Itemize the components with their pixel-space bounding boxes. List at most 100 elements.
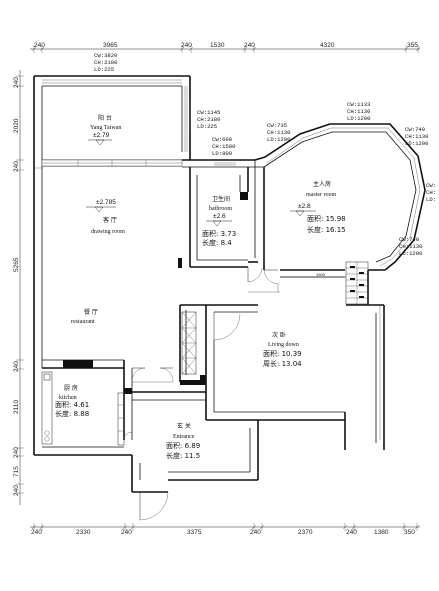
svg-text:LD:900: LD:900 — [212, 150, 233, 157]
svg-text:卫生间: 卫生间 — [212, 195, 230, 203]
window-spec-top: CW:3820 CH:2180 LD:225 — [94, 52, 118, 73]
svg-text:长度: 16.15: 长度: 16.15 — [307, 225, 346, 234]
svg-text:CH:1130: CH:1130 — [347, 108, 371, 115]
wardrobe-cabinets — [181, 311, 197, 375]
svg-text:主人房: 主人房 — [313, 180, 331, 188]
dimension-bottom: 240 2330 240 3375 240 2370 240 1380 350 — [30, 523, 420, 536]
room-kitchen: 厨 房 kitchen 面积: 4.61 长度: 8.88 — [55, 384, 89, 418]
staircase — [345, 261, 369, 305]
dim-left-1: 2020 — [13, 118, 20, 133]
svg-text:Living down: Living down — [268, 342, 299, 348]
svg-text:长度: 8.4: 长度: 8.4 — [202, 238, 232, 247]
window-spec-oct1: CW:735 CH:1130 LD:1200 — [267, 122, 291, 143]
svg-text:CH:1130: CH:1130 — [267, 129, 291, 136]
dimension-left: 240 2020 240 5265 240 2110 240 715 240 — [13, 70, 24, 505]
dim-left-4: 240 — [13, 361, 20, 372]
room-master: 主人房 master room ±2.8 面积: 15.98 长度: 16.15 — [290, 180, 346, 234]
svg-text:长度: 8.88: 长度: 8.88 — [55, 409, 89, 418]
dim-bottom-0: 240 — [31, 529, 42, 536]
structure-fills — [63, 192, 248, 394]
svg-text:restaurant: restaurant — [71, 319, 95, 325]
dim-top-2: 240 — [181, 42, 192, 49]
dim-top-1: 3965 — [103, 42, 118, 49]
dim-top-6: 355 — [407, 42, 418, 49]
svg-text:次 卧: 次 卧 — [272, 331, 286, 339]
dim-left-8: 240 — [13, 485, 20, 496]
kitchen-fixtures — [41, 371, 125, 446]
dim-left-7: 715 — [13, 466, 20, 477]
room-living-down: 次 卧 Living down 面积: 10.39 周长: 13.04 — [263, 331, 302, 368]
svg-text:CH:1500: CH:1500 — [212, 143, 236, 150]
dim-bottom-2: 240 — [121, 529, 132, 536]
dim-top-3: 1530 — [210, 42, 225, 49]
svg-text:LD:225: LD:225 — [94, 66, 114, 73]
windows — [34, 79, 421, 440]
svg-text:CW:735: CW:735 — [267, 122, 287, 129]
svg-text:厨 房: 厨 房 — [64, 384, 78, 392]
dim-bottom-8: 350 — [404, 529, 415, 536]
svg-text:±2.6: ±2.6 — [213, 213, 226, 220]
dim-bottom-5: 2370 — [298, 529, 313, 536]
svg-text:Entrance: Entrance — [173, 434, 195, 440]
window-spec-oct4: CW: CH: LD: — [426, 182, 436, 203]
window-spec-balcony-right: CW:1145 CH:2180 LD:225 — [197, 109, 221, 130]
svg-text:kitchen: kitchen — [59, 395, 77, 401]
dim-left-5: 2110 — [13, 400, 20, 414]
svg-text:CW:740: CW:740 — [399, 236, 420, 243]
dim-left-0: 240 — [13, 77, 20, 88]
svg-text:±2.8: ±2.8 — [298, 203, 311, 210]
svg-text:阳 台: 阳 台 — [98, 114, 112, 122]
svg-text:CH:: CH: — [426, 189, 436, 196]
svg-text:客 厅: 客 厅 — [103, 216, 117, 224]
svg-text:Yang Taiwan: Yang Taiwan — [90, 125, 121, 131]
room-restaurant: 餐 厅 restaurant — [71, 308, 98, 325]
doors — [123, 267, 280, 521]
svg-text:LD:1200: LD:1200 — [405, 140, 429, 147]
svg-text:LD:1200: LD:1200 — [347, 115, 371, 122]
dim-top-4: 240 — [244, 42, 255, 49]
dim-left-6: 240 — [13, 447, 20, 458]
window-spec-oct3: CW:740 CH:1130 LD:1200 — [405, 126, 429, 147]
dim-bottom-7: 1380 — [374, 529, 389, 536]
wardrobe-dimension: 1900 — [280, 272, 346, 278]
svg-text:±2.785: ±2.785 — [96, 199, 116, 206]
window-spec-bath: CW:600 CH:1500 LD:900 — [212, 136, 236, 157]
dim-bottom-1: 2330 — [76, 529, 91, 536]
svg-text:玄 关: 玄 关 — [177, 422, 191, 430]
svg-text:CW:1145: CW:1145 — [197, 109, 221, 116]
svg-text:CW:600: CW:600 — [212, 136, 233, 143]
svg-text:1900: 1900 — [316, 272, 326, 277]
svg-text:CH:2180: CH:2180 — [197, 116, 221, 123]
svg-text:CH:1130: CH:1130 — [405, 133, 429, 140]
dim-bottom-4: 240 — [250, 529, 261, 536]
svg-text:面积: 15.98: 面积: 15.98 — [307, 214, 346, 223]
svg-text:bathroom: bathroom — [209, 206, 232, 212]
svg-text:CW:740: CW:740 — [405, 126, 426, 133]
dim-top-5: 4320 — [320, 42, 335, 49]
svg-text:drawing room: drawing room — [91, 229, 125, 235]
balcony-sliding-door — [41, 159, 183, 167]
svg-text:面积: 4.61: 面积: 4.61 — [55, 400, 89, 409]
room-bathroom: 卫生间 bathroom ±2.6 面积: 3.73 长度: 8.4 — [202, 195, 236, 247]
svg-text:面积: 3.73: 面积: 3.73 — [202, 229, 236, 238]
svg-text:CW:: CW: — [426, 182, 436, 189]
svg-text:CH:2180: CH:2180 — [94, 59, 118, 66]
dim-left-2: 240 — [13, 161, 20, 172]
dimension-top: 240 3965 240 1530 240 4320 355 — [30, 42, 421, 53]
svg-text:面积: 6.89: 面积: 6.89 — [166, 441, 200, 450]
svg-text:长度: 11.5: 长度: 11.5 — [166, 451, 200, 460]
svg-text:±2.79: ±2.79 — [93, 132, 110, 139]
room-balcony: 阳 台 Yang Taiwan ±2.79 — [88, 114, 121, 146]
svg-text:餐 厅: 餐 厅 — [84, 308, 98, 316]
svg-text:面积: 10.39: 面积: 10.39 — [263, 349, 302, 358]
svg-text:LD:1200: LD:1200 — [399, 250, 423, 257]
room-entrance: 玄 关 Entrance 面积: 6.89 长度: 11.5 — [166, 422, 200, 460]
svg-text:LD:225: LD:225 — [197, 123, 217, 130]
svg-text:CH:1130: CH:1130 — [399, 243, 423, 250]
dim-bottom-6: 240 — [346, 529, 357, 536]
window-spec-oct5: CW:740 CH:1130 LD:1200 — [399, 236, 423, 257]
svg-text:master room: master room — [306, 192, 336, 198]
dim-bottom-3: 3375 — [187, 529, 202, 536]
dim-left-3: 5265 — [13, 257, 20, 272]
